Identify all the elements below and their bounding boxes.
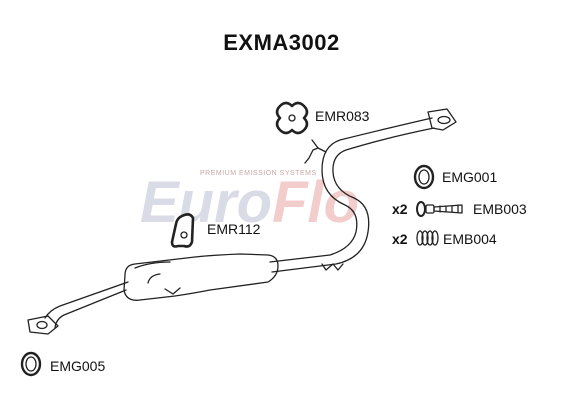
emr112-rubber-mount-icon xyxy=(170,213,195,248)
label-emr083: EMR083 xyxy=(315,108,370,124)
label-emb004: EMB004 xyxy=(443,231,497,247)
emr083-rubber-hanger-icon xyxy=(275,101,309,135)
label-emb003: EMB003 xyxy=(473,201,527,217)
exhaust-pipe xyxy=(27,108,457,335)
label-emg005: EMG005 xyxy=(50,358,106,374)
watermark-tagline: PREMIUM EMISSION SYSTEMS xyxy=(200,170,317,177)
emb004-spring-icon xyxy=(416,230,439,246)
emb003-bolt-icon xyxy=(416,201,463,217)
emg005-gasket-icon xyxy=(20,351,42,377)
diagram-title: EXMA3002 xyxy=(223,30,340,55)
quantity-emb004: x2 xyxy=(392,231,408,247)
label-emr112: EMR112 xyxy=(207,221,261,237)
watermark-euro: Euro xyxy=(140,170,272,235)
label-emg001: EMG001 xyxy=(442,169,498,185)
watermark-brand-text: EuroFlo xyxy=(140,170,359,235)
quantity-emb003: x2 xyxy=(392,201,408,217)
watermark-flo: Flo xyxy=(272,170,359,235)
emg001-gasket-icon xyxy=(413,164,435,190)
